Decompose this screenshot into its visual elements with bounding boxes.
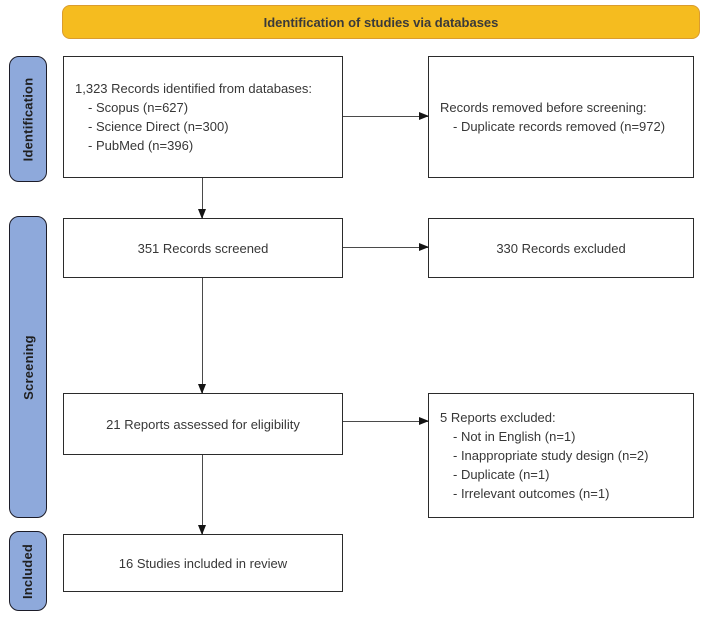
box-studies-included: 16 Studies included in review [63,534,343,592]
box-text-line: 351 Records screened [137,240,269,256]
stage-label-identification: Identification [9,56,47,182]
stage-label-screening: Screening [9,216,47,518]
arrow-line [202,455,203,534]
box-text-line: - Scopus (n=627) [88,100,189,115]
arrow-line [202,278,203,393]
box-text-line: 5 Reports excluded: [440,410,556,425]
stage-label-included: Included [9,531,47,611]
box-text-line: 1,323 Records identified from databases: [75,81,313,96]
arrow-identified-to-screened [198,178,206,219]
box-records-excluded: 330 Records excluded [428,218,694,278]
box-text-line: Records removed before screening: [440,100,647,115]
arrowhead-down-icon [198,209,206,219]
box-text-line: - Duplicate (n=1) [453,467,550,482]
box-reports-excluded: 5 Reports excluded: - Not in English (n=… [428,393,694,518]
box-text-line: 16 Studies included in review [118,555,288,571]
arrow-screened-to-assessed [198,278,206,394]
arrow-assessed-to-reports-excluded [343,417,429,425]
arrow-line [343,116,428,117]
box-records-identified: 1,323 Records identified from databases:… [63,56,343,178]
arrowhead-down-icon [198,525,206,535]
arrowhead-right-icon [419,243,429,251]
arrow-screened-to-excluded [343,243,429,251]
arrow-line [343,247,428,248]
arrowhead-right-icon [419,112,429,120]
box-text-line: - PubMed (n=396) [88,138,194,153]
arrow-identified-to-removed [343,112,429,120]
box-text-line: - Duplicate records removed (n=972) [453,119,666,134]
stage-included-text: Included [20,543,36,599]
box-records-removed: Records removed before screening: - Dupl… [428,56,694,178]
box-reports-assessed: 21 Reports assessed for eligibility [63,393,343,455]
arrow-line [202,178,203,218]
stage-screening-text: Screening [20,334,36,400]
diagram-title: Identification of studies via databases [263,14,499,30]
box-text-line: - Not in English (n=1) [453,429,576,444]
arrowhead-down-icon [198,384,206,394]
diagram-header-banner: Identification of studies via databases [62,5,700,39]
stage-identification-text: Identification [20,77,36,161]
box-records-screened: 351 Records screened [63,218,343,278]
box-text-line: 330 Records excluded [496,240,626,256]
box-text-line: - Irrelevant outcomes (n=1) [453,486,610,501]
arrow-line [343,421,428,422]
arrow-assessed-to-included [198,455,206,535]
arrowhead-right-icon [419,417,429,425]
box-text-line: - Science Direct (n=300) [88,119,229,134]
box-text-line: 21 Reports assessed for eligibility [106,416,300,432]
box-text-line: - Inappropriate study design (n=2) [453,448,649,463]
